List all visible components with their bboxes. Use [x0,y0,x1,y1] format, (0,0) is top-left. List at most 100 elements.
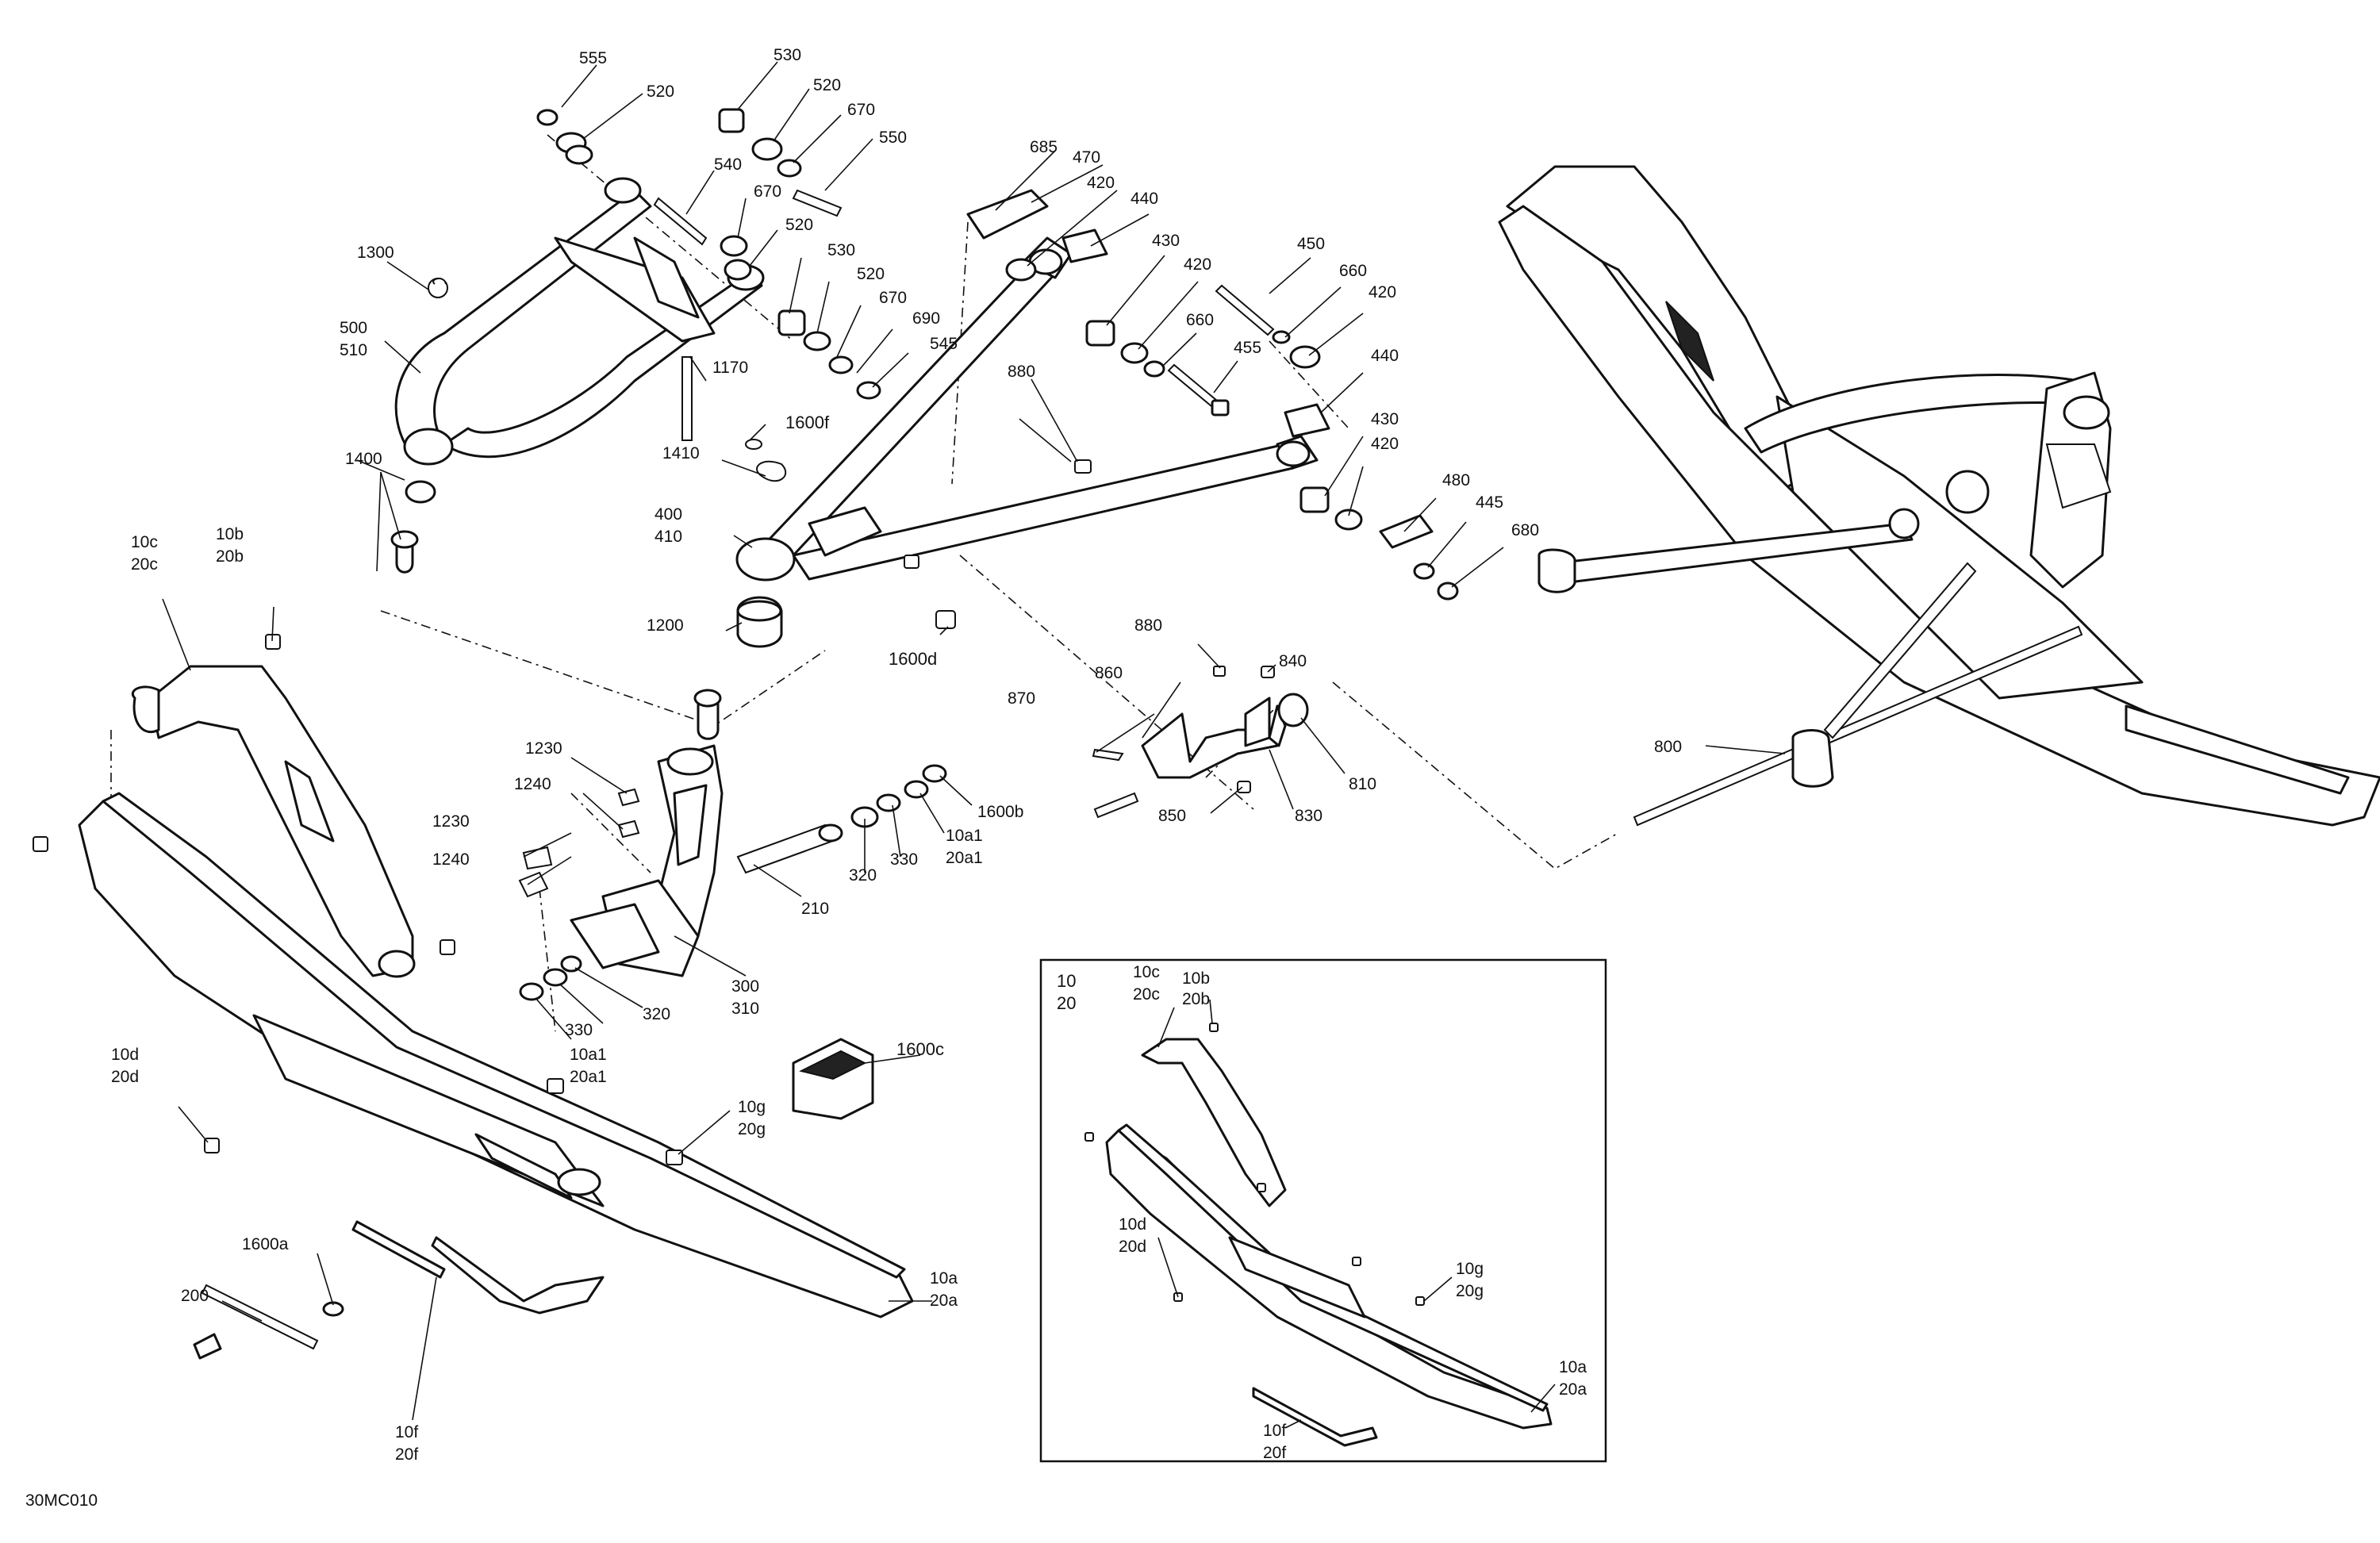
label-450: 450 [1297,235,1325,253]
inset-label-10d: 10d [1119,1215,1146,1234]
label-10b: 10b [216,525,244,543]
label-430: 430 [1371,410,1399,428]
label-1600b: 1600b [977,803,1023,821]
label-410: 410 [654,528,682,546]
upper-a-arm [390,177,765,574]
label-455: 455 [1234,339,1261,357]
label-660: 660 [1186,311,1214,329]
label-1240: 1240 [514,775,551,793]
label-1600c: 1600c [896,1039,944,1059]
steering-arm [1092,666,1309,819]
label-320: 320 [643,1005,670,1023]
label-880: 880 [1134,616,1162,635]
label-310: 310 [731,1000,759,1018]
inset-label-10b: 10b [1182,969,1210,988]
label-20d: 20d [111,1068,139,1086]
upper-arm-hardware [432,108,881,400]
label-10c: 10c [131,533,158,551]
label-500: 500 [340,319,367,337]
label-555: 555 [579,49,607,67]
label-10a: 10a [930,1269,958,1288]
inset-label-10g: 10g [1456,1260,1484,1278]
label-210: 210 [801,900,829,918]
spindle [518,744,947,1001]
lower-a-arm [681,236,1319,740]
label-840: 840 [1279,652,1307,670]
label-430: 430 [1152,232,1180,250]
label-20c: 20c [131,555,158,574]
label-520: 520 [647,83,674,101]
label-440: 440 [1130,190,1158,208]
label-20f: 20f [395,1445,418,1464]
label-330: 330 [565,1021,593,1039]
label-850: 850 [1158,807,1186,825]
ski-assembly-left [33,634,914,1360]
inset-label-10c: 10c [1133,963,1160,981]
label-440: 440 [1371,347,1399,365]
label-670: 670 [879,289,907,307]
label-1230: 1230 [432,812,470,831]
inset-label-20c: 20c [1133,985,1160,1004]
document-reference: 30MC010 [25,1491,98,1510]
inset-view [1039,958,1607,1463]
label-445: 445 [1476,493,1503,512]
leader-lines [162,61,1786,1429]
label-800: 800 [1654,738,1682,756]
label-20a1: 20a1 [946,849,983,867]
label-10f: 10f [395,1423,418,1441]
label-1200: 1200 [647,616,684,635]
label-10a1: 10a1 [946,827,983,845]
label-670: 670 [754,182,781,201]
label-470: 470 [1073,148,1100,167]
inset-label-10: 10 [1057,971,1076,991]
label-1170: 1170 [712,359,748,377]
inset-label-20: 20 [1057,993,1076,1013]
inset-label-10a: 10a [1559,1358,1587,1376]
label-880: 880 [1008,363,1035,381]
label-810: 810 [1349,775,1376,793]
label-20g: 20g [738,1120,766,1138]
label-10a1: 10a1 [570,1046,607,1064]
label-550: 550 [879,129,907,147]
label-20a1: 20a1 [570,1068,607,1086]
label-520: 520 [785,216,813,234]
inset-label-20f: 20f [1263,1444,1286,1462]
lower-arm-hardware [966,189,1459,601]
label-20a: 20a [930,1292,958,1310]
label-660: 660 [1339,262,1367,280]
label-1300: 1300 [357,244,394,262]
label-670: 670 [847,101,875,119]
label-520: 520 [813,76,841,94]
label-420: 420 [1087,174,1115,192]
label-330: 330 [890,850,918,869]
label-1410: 1410 [662,444,700,463]
inset-label-20d: 20d [1119,1238,1146,1256]
inset-label-20a: 20a [1559,1380,1587,1399]
label-860: 860 [1095,664,1123,682]
inset-label-20g: 20g [1456,1282,1484,1300]
label-680: 680 [1511,521,1539,539]
label-400: 400 [654,505,682,524]
label-530: 530 [827,241,855,259]
label-420: 420 [1371,435,1399,453]
label-870: 870 [1008,689,1035,708]
label-10d: 10d [111,1046,139,1064]
label-10g: 10g [738,1098,766,1116]
callout-labels: 555 520 530 520 670 550 540 670 520 530 … [111,46,1682,1464]
label-320: 320 [849,866,877,885]
label-200: 200 [181,1287,209,1305]
label-1600d: 1600d [889,649,937,669]
inset-label-10f: 10f [1263,1422,1286,1440]
label-480: 480 [1442,471,1470,489]
label-1240: 1240 [432,850,470,869]
label-300: 300 [731,977,759,996]
inset-frame [1039,958,1607,1463]
label-420: 420 [1368,283,1396,301]
label-545: 545 [930,335,958,353]
label-530: 530 [774,46,801,64]
label-1400: 1400 [345,450,382,468]
label-1600a: 1600a [242,1235,289,1253]
label-520: 520 [857,265,885,283]
label-690: 690 [912,309,940,328]
